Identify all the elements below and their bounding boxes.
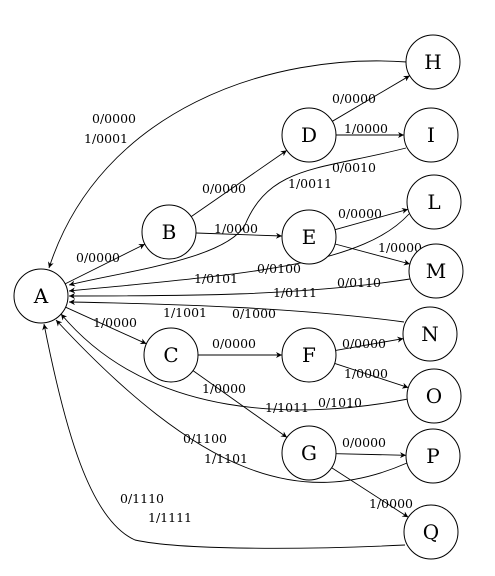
nodes-layer: A B C D E F G H I L M N O P Q — [13, 34, 464, 560]
edge-o-a — [60, 313, 409, 411]
state-label-p: P — [426, 444, 439, 468]
edge-label-n-a-0: 0/1000 — [232, 306, 276, 321]
state-node-d: D — [281, 107, 337, 163]
state-circle-o — [406, 368, 462, 424]
edge-label-b-d: 0/0000 — [202, 181, 246, 196]
state-label-o: O — [426, 384, 442, 408]
state-label-m: M — [426, 259, 446, 283]
edge-g-q — [331, 467, 409, 518]
edge-e-m — [334, 243, 411, 266]
edge-e-l — [334, 208, 409, 231]
edge-label-h-a-0: 0/0000 — [92, 111, 136, 126]
state-label-h: H — [424, 50, 441, 74]
edge-label-e-l: 0/0000 — [338, 206, 382, 221]
state-label-d: D — [301, 123, 317, 147]
edge-label-o-a-0: 0/1010 — [318, 395, 362, 410]
edge-a-c — [65, 306, 147, 345]
edge-label-q-a-0: 0/1110 — [120, 491, 164, 506]
edge-label-l-a-0: 0/0100 — [257, 261, 301, 276]
edge-label-a-c: 1/0000 — [93, 315, 137, 330]
edge-n-a — [68, 299, 405, 323]
edge-label-d-i: 1/0000 — [344, 121, 388, 136]
state-label-l: L — [427, 190, 440, 214]
edge-label-h-a-1: 1/0001 — [84, 131, 128, 146]
state-circle-a — [13, 268, 69, 324]
edge-label-g-q: 1/0000 — [369, 496, 413, 511]
state-circle-g — [281, 425, 337, 481]
edge-label-c-f: 0/0000 — [212, 336, 256, 351]
state-circle-e — [281, 209, 337, 265]
state-circle-n — [402, 306, 458, 362]
state-node-m: M — [408, 243, 464, 299]
edge-label-f-n: 0/0000 — [342, 336, 386, 351]
edge-label-e-m: 1/0000 — [378, 240, 422, 255]
state-node-c: C — [143, 327, 199, 383]
edge-label-a-b: 0/0000 — [76, 250, 120, 265]
state-label-c: C — [163, 343, 178, 367]
state-label-a: A — [33, 284, 49, 308]
edge-label-d-h: 0/0000 — [332, 91, 376, 106]
edge-l-a — [68, 213, 410, 294]
state-circle-m — [408, 243, 464, 299]
state-node-i: I — [403, 107, 459, 163]
edge-a-b — [64, 243, 146, 285]
edge-label-i-a-0: 0/0010 — [332, 160, 376, 175]
state-label-n: N — [421, 322, 439, 346]
edge-p-a — [55, 319, 408, 483]
state-node-e: E — [281, 209, 337, 265]
state-circle-h — [405, 34, 461, 90]
edge-labels-layer: 0/0000 1/0000 0/0000 1/0000 0/0000 1/0000 0/00… — [76, 91, 422, 525]
state-label-i: I — [427, 123, 435, 147]
state-circle-b — [141, 204, 197, 260]
edge-label-g-p: 0/0000 — [342, 435, 386, 450]
edge-label-l-a-1: 1/0101 — [194, 271, 238, 286]
edge-label-i-a-1: 1/0011 — [288, 176, 332, 191]
state-node-g: G — [281, 425, 337, 481]
state-circle-i — [403, 107, 459, 163]
edge-m-a — [68, 278, 411, 299]
state-circle-q — [403, 504, 459, 560]
state-circle-f — [281, 327, 337, 383]
edges-layer — [42, 60, 411, 549]
edge-label-q-a-1: 1/1111 — [148, 510, 192, 525]
state-node-a: A — [13, 268, 69, 324]
state-label-g: G — [301, 441, 317, 465]
state-node-b: B — [141, 204, 197, 260]
edge-b-d — [190, 150, 288, 217]
state-node-f: F — [281, 327, 337, 383]
state-node-h: H — [405, 34, 461, 90]
edge-d-h — [332, 75, 410, 122]
state-label-f: F — [302, 343, 316, 367]
edge-g-p — [335, 452, 407, 459]
edge-f-n — [335, 336, 404, 351]
edge-label-m-a-1: 1/0111 — [273, 285, 317, 300]
edge-i-a — [68, 147, 407, 287]
state-circle-c — [143, 327, 199, 383]
state-circle-p — [405, 428, 461, 484]
edge-f-o — [334, 362, 409, 389]
state-circle-d — [281, 107, 337, 163]
state-label-b: B — [162, 220, 177, 244]
state-label-q: Q — [423, 520, 439, 544]
edge-label-p-a-0: 0/1100 — [183, 431, 227, 446]
edge-label-n-a-1: 1/1001 — [163, 305, 207, 320]
state-node-q: Q — [403, 504, 459, 560]
edge-b-e — [195, 232, 283, 239]
edge-c-g — [192, 370, 288, 438]
edge-h-a — [47, 60, 408, 269]
edge-label-o-a-1: 1/1011 — [265, 400, 309, 415]
state-node-l: L — [406, 174, 462, 230]
edge-label-f-o: 1/0000 — [344, 366, 388, 381]
edge-label-c-g: 1/0000 — [202, 381, 246, 396]
state-node-p: P — [405, 428, 461, 484]
edge-label-b-e: 1/0000 — [214, 221, 258, 236]
state-label-e: E — [302, 225, 317, 249]
state-node-o: O — [406, 368, 462, 424]
edge-label-m-a-0: 0/0110 — [337, 275, 381, 290]
state-node-n: N — [402, 306, 458, 362]
edge-label-p-a-1: 1/1101 — [204, 451, 248, 466]
state-circle-l — [406, 174, 462, 230]
edge-q-a — [42, 323, 406, 549]
